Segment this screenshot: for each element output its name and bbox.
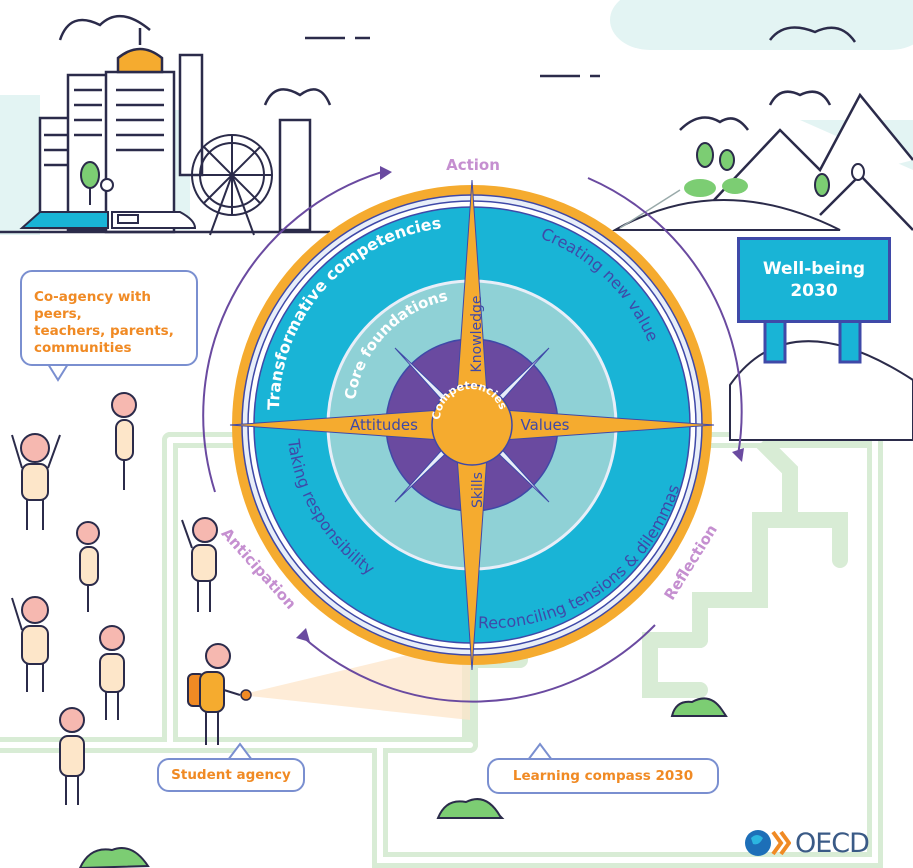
student-figure bbox=[187, 640, 470, 745]
wellbeing-line-1: Well-being bbox=[762, 259, 866, 279]
coagency-callout: Co-agency with peers, teachers, parents,… bbox=[20, 270, 198, 366]
cycle-arrows bbox=[202, 171, 743, 703]
oecd-logo-text: OECD bbox=[795, 827, 870, 859]
oecd-globe-icon bbox=[745, 830, 791, 856]
wellbeing-line-2: 2030 bbox=[790, 281, 838, 301]
compass-label-attitudes: Attitudes bbox=[350, 416, 418, 434]
city-trees bbox=[80, 161, 114, 205]
compass-label-values: Values bbox=[520, 416, 569, 434]
oecd-logo: OECD bbox=[743, 826, 870, 860]
learning-compass-callout: Learning compass 2030 bbox=[487, 758, 719, 794]
coagency-line-3: communities bbox=[34, 340, 132, 356]
student-agency-callout: Student agency bbox=[157, 758, 305, 792]
student-agency-label: Student agency bbox=[171, 766, 291, 783]
ferris-wheel bbox=[191, 134, 273, 236]
cycle-label-action: Action bbox=[446, 156, 500, 174]
coagency-line-2: teachers, parents, bbox=[34, 323, 174, 339]
learning-compass-label: Learning compass 2030 bbox=[512, 767, 694, 784]
cycle-arrowheads bbox=[296, 166, 744, 642]
mountains bbox=[679, 26, 913, 231]
coagency-line-1: Co-agency with peers, bbox=[34, 289, 151, 322]
compass-label-knowledge: Knowledge bbox=[469, 296, 485, 373]
hill bbox=[611, 142, 865, 231]
compass-label-skills: Skills bbox=[470, 472, 486, 508]
peer-group bbox=[11, 392, 218, 805]
trains bbox=[19, 211, 197, 229]
wellbeing-sign: Well-being 2030 bbox=[737, 237, 891, 323]
bushes bbox=[78, 697, 728, 868]
compass-star bbox=[229, 179, 715, 671]
coagency-pointer bbox=[46, 363, 70, 382]
